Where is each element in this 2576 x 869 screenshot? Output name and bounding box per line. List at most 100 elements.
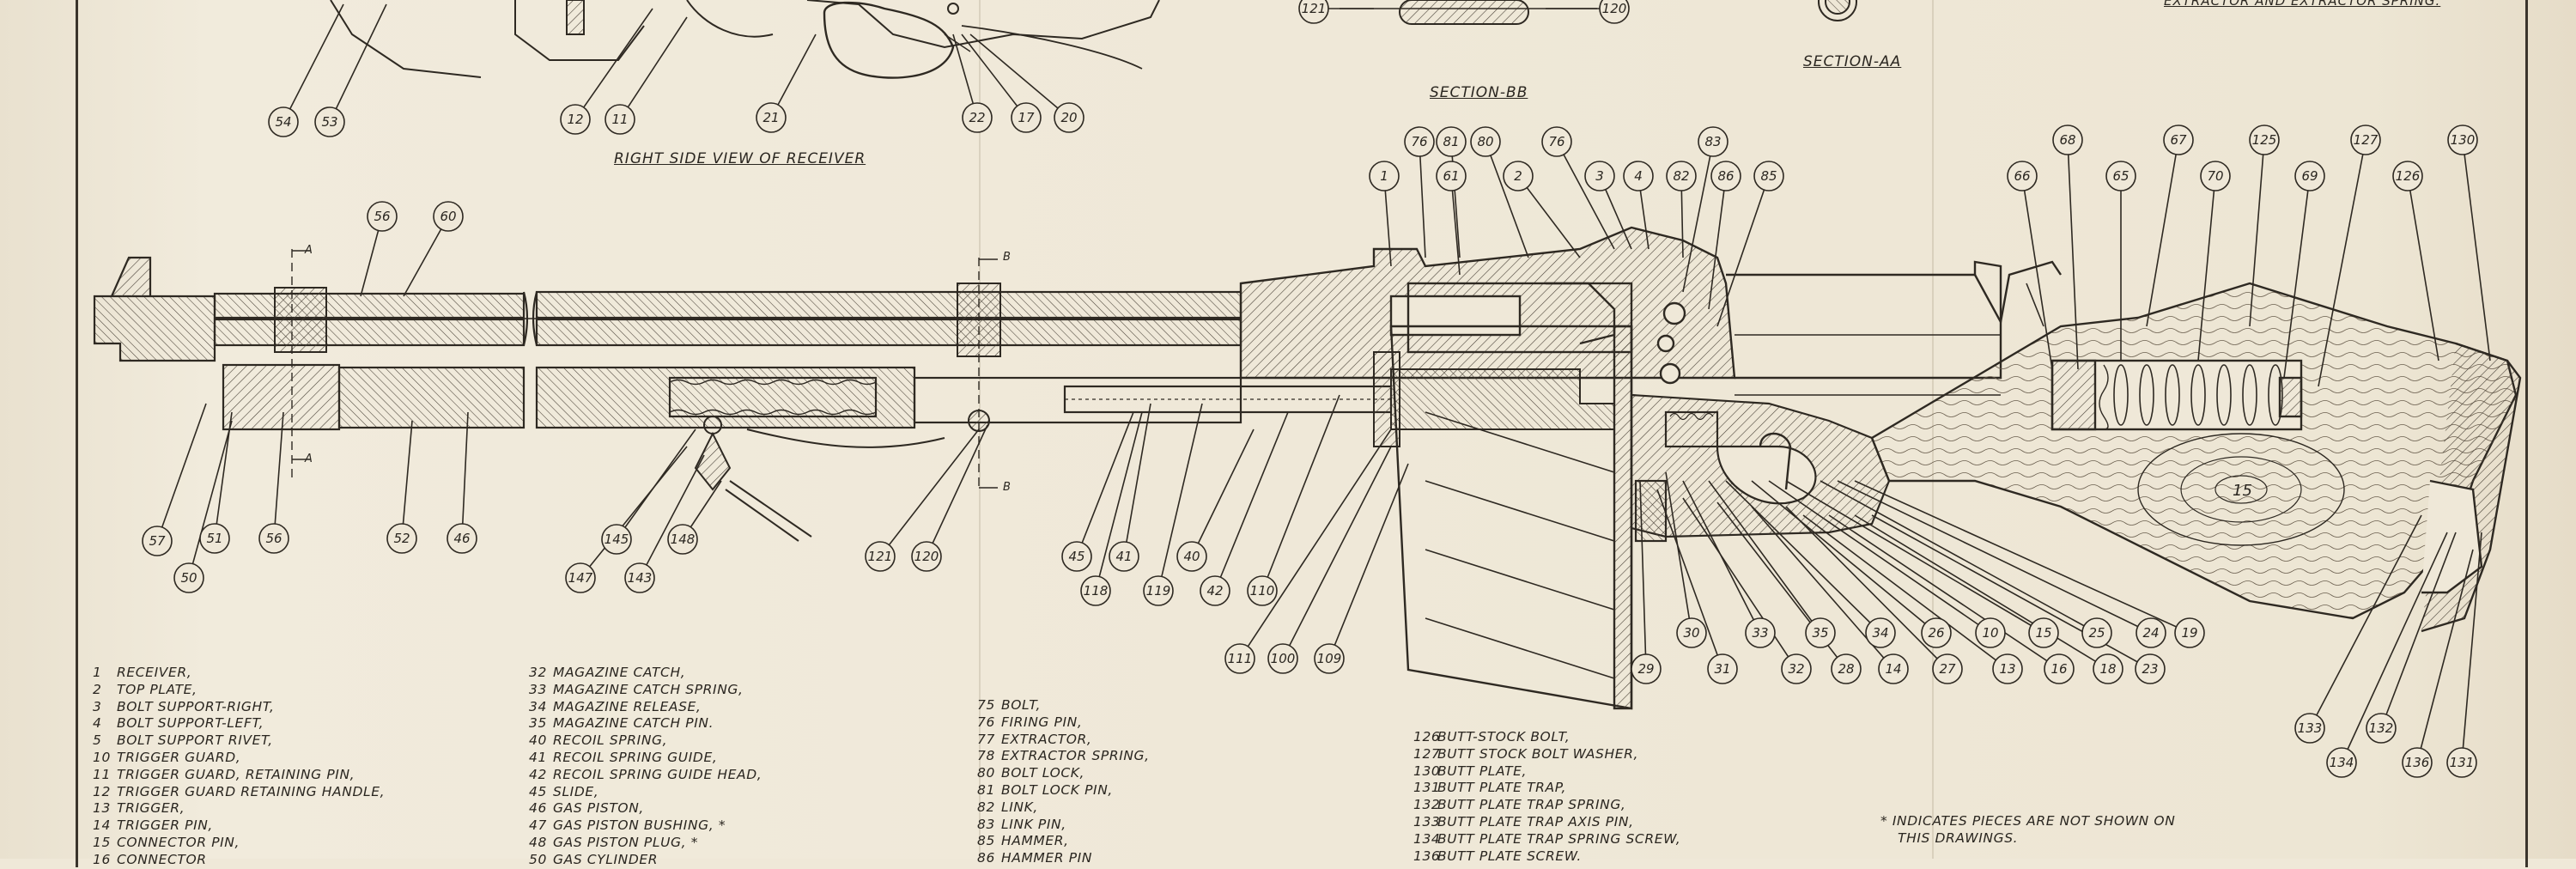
callout-leader-line — [1871, 514, 2151, 670]
callout-bubble — [667, 524, 698, 555]
callout-bubble — [2007, 161, 2038, 191]
callout-number: 14 — [1885, 661, 1901, 677]
legend-part-number: 130 — [1413, 763, 1441, 779]
callout-leader-line — [574, 8, 653, 120]
legend-part-name: RECEIVER, — [117, 665, 192, 680]
callout-leader-line — [1837, 480, 2152, 634]
callout-leader-line — [1517, 175, 1581, 258]
callout-number: 69 — [2301, 168, 2318, 184]
callout-bubble — [1666, 161, 1697, 191]
footnote: * INDICATES PIECES ARE NOT SHOWN ON THIS… — [1880, 812, 2175, 847]
legend-part-number: 5 — [93, 732, 102, 749]
callout-leader-line — [639, 454, 705, 579]
callout-leader-line — [926, 424, 988, 557]
right-side-view-receiver — [330, 0, 1160, 79]
callout-bubble — [2446, 747, 2477, 778]
callout-leader-line — [1751, 480, 1937, 634]
legend-part-name: MAGAZINE CATCH, — [553, 665, 686, 680]
callout-bubble — [258, 523, 289, 554]
legend-part-number: 46 — [529, 800, 547, 817]
legend-part-name: LINK, — [1001, 799, 1038, 815]
callout-number: 66 — [2014, 168, 2030, 184]
legend-part-number: 11 — [93, 766, 111, 782]
callout-number: 120 — [1602, 1, 1627, 16]
legend-part-number: 14 — [93, 817, 111, 834]
callout-bubble — [1470, 126, 1501, 157]
legend-part-name: TRIGGER GUARD, — [117, 749, 241, 765]
callout-number: 23 — [2142, 661, 2158, 677]
callout-number: 12 — [567, 112, 583, 127]
legend-part-name: MAGAZINE CATCH SPRING, — [553, 681, 744, 697]
callout-bubble — [447, 523, 477, 554]
callout-bubble — [1831, 653, 1862, 684]
callout-number: 109 — [1317, 651, 1342, 666]
callout-leader-line — [1854, 514, 2109, 670]
callout-bubble — [1061, 541, 1092, 572]
callout-leader-line — [1261, 394, 1340, 592]
callout-leader-line — [156, 403, 207, 542]
callout-number: 56 — [265, 531, 282, 546]
callout-bubble — [314, 106, 345, 137]
caption-extractor-spring: EXTRACTOR AND EXTRACTOR SPRING. — [2164, 0, 2441, 9]
callout-bubble — [2200, 161, 2231, 191]
legend-entry: 41 RECOIL SPRING GUIDE, — [529, 750, 762, 767]
callout-bubble — [142, 526, 173, 556]
callout-bubble — [1992, 653, 2023, 684]
callout-number: 1 — [1380, 168, 1388, 184]
callout-leader-line — [461, 411, 469, 539]
callout-number: 45 — [1068, 549, 1084, 564]
callout-bubble — [1247, 575, 1278, 606]
legend-part-name: BOLT, — [1001, 697, 1041, 713]
legend-part-number: 33 — [529, 681, 547, 697]
callout-leader-line — [1716, 175, 1770, 327]
callout-number: 131 — [2450, 755, 2475, 770]
callout-bubble — [756, 102, 787, 133]
footnote-line-2: THIS DRAWINGS. — [1898, 830, 2019, 846]
callout-leader-line — [1682, 141, 1714, 293]
callout-bubble — [2028, 617, 2059, 648]
legend-part-name: RECOIL SPRING GUIDE, — [553, 749, 718, 765]
callout-bubble — [1584, 161, 1615, 191]
callout-number: 121 — [1302, 1, 1327, 16]
callout-bubble — [1369, 161, 1400, 191]
legend-part-number: 47 — [529, 817, 547, 834]
callout-number: 22 — [969, 110, 985, 125]
callout-leader-line — [1239, 428, 1392, 659]
callout-leader-line — [1191, 428, 1255, 557]
legend-part-number: 35 — [529, 715, 547, 732]
callout-number: 130 — [2451, 132, 2476, 148]
callout-number: 83 — [1704, 134, 1721, 149]
callout-number: 10 — [1982, 625, 1998, 641]
bolt-carrier — [1373, 351, 1615, 447]
buttstock — [1870, 282, 2522, 633]
legend-part-name: RECOIL SPRING, — [553, 732, 668, 749]
callout-number: 54 — [275, 114, 291, 130]
callout-number: 15 — [2035, 625, 2051, 641]
callout-leader-line — [1708, 480, 1821, 634]
legend-part-name: BUTT PLATE TRAP SPRING SCREW, — [1437, 830, 1681, 847]
callout-number: 118 — [1084, 583, 1109, 599]
callout-number: 60 — [440, 209, 456, 224]
callout-number: 4 — [1634, 168, 1643, 184]
legend-part-name: HAMMER PIN — [1001, 850, 1093, 866]
callout-leader-line — [1214, 411, 1289, 592]
legend-part-number: 15 — [93, 834, 111, 850]
callout-bubble — [1753, 161, 1784, 191]
legend-part-number: 41 — [529, 749, 547, 765]
gas-cylinder-assembly — [222, 363, 1393, 431]
legend-part-name: GAS PISTON, — [553, 800, 644, 817]
callout-number: 33 — [1752, 625, 1768, 641]
